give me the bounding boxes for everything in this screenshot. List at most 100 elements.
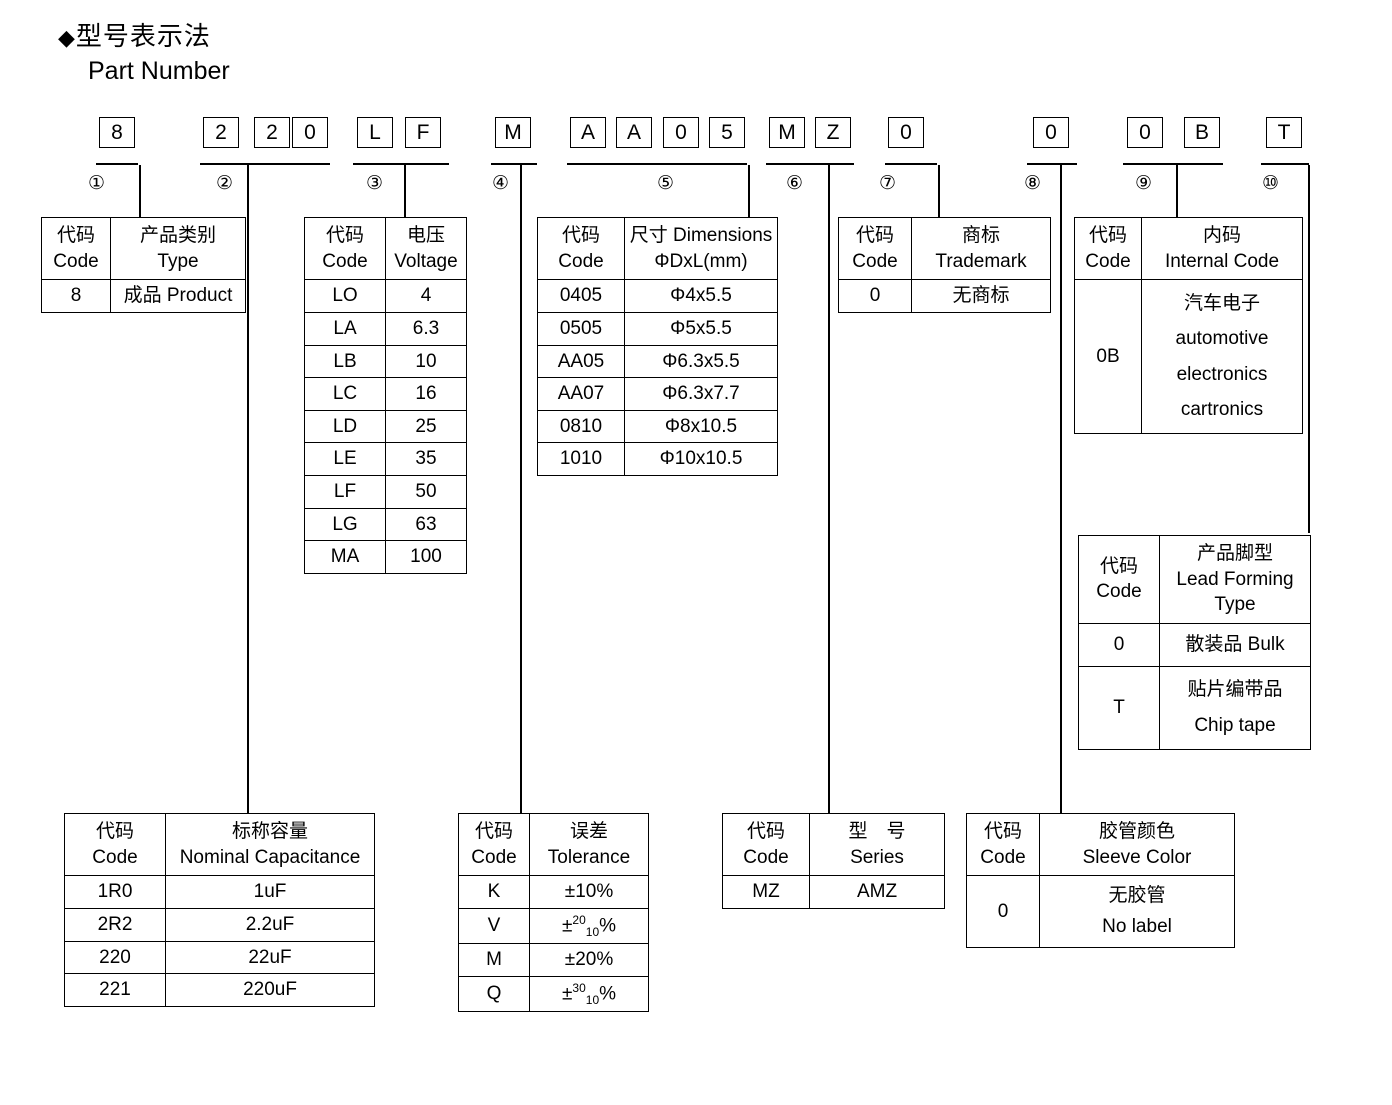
- connector-line: [1308, 165, 1310, 533]
- cell-code: LG: [304, 507, 386, 542]
- cell-code: 0405: [537, 279, 625, 313]
- cell-code: 1010: [537, 442, 625, 477]
- table-header-row: 代码 Code 商标 Trademark: [838, 216, 1051, 281]
- table-row: 0 无胶管 No label: [966, 875, 1235, 949]
- cell-value: Φ10x10.5: [624, 442, 778, 477]
- cell-code: MA: [304, 540, 386, 575]
- cell-value: 4: [385, 279, 467, 313]
- cell-code: Q: [458, 975, 530, 1013]
- pn-char-box: M: [769, 117, 805, 148]
- pn-char-box: 2: [254, 117, 290, 148]
- header-sleeve-color: 胶管颜色 Sleeve Color: [1039, 812, 1235, 877]
- cell-code: 1R0: [64, 875, 166, 909]
- cell-code: 8: [41, 279, 111, 313]
- cell-code: AA07: [537, 377, 625, 411]
- cell-value: 25: [385, 409, 467, 444]
- connector-line: [404, 165, 406, 217]
- pn-char-box: Z: [815, 117, 851, 148]
- table-header-row: 代码 Code 内码 Internal Code: [1074, 216, 1303, 281]
- table-header-row: 代码 Code 尺寸 Dimensions ΦDxL(mm): [537, 216, 778, 281]
- header-code: 代码 Code: [304, 216, 386, 281]
- cell-value: Φ5x5.5: [624, 311, 778, 346]
- pn-char-box: T: [1266, 117, 1302, 148]
- table-header-row: 代码 Code 产品类别 Type: [41, 216, 246, 281]
- cell-value: 6.3: [385, 311, 467, 346]
- pn-char-box: 0: [663, 117, 699, 148]
- index-bar: [567, 163, 747, 165]
- cell-value: 无胶管 No label: [1039, 875, 1235, 949]
- cell-value: Φ6.3x7.7: [624, 377, 778, 411]
- header-series: 型 号 Series: [809, 812, 945, 877]
- table-header-row: 代码 Code 型 号 Series: [722, 812, 945, 877]
- table-row: 0 散装品 Bulk: [1078, 622, 1311, 667]
- pn-char-box: 0: [1127, 117, 1163, 148]
- header-dimensions: 尺寸 Dimensions ΦDxL(mm): [624, 216, 778, 281]
- connector-line: [520, 165, 522, 813]
- pn-char-box: M: [495, 117, 531, 148]
- cell-code: LO: [304, 279, 386, 313]
- index-bar: [491, 163, 537, 165]
- table-tolerance: 代码 Code 误差 Tolerance K ±10% V ±2010% M ±…: [458, 812, 649, 1013]
- index-bar: [353, 163, 449, 165]
- table-trademark: 代码 Code 商标 Trademark 0 无商标: [838, 216, 1051, 313]
- index-number: ④: [492, 173, 510, 194]
- pn-char-box: L: [357, 117, 393, 148]
- cell-code: LF: [304, 475, 386, 509]
- pn-char-box: A: [570, 117, 606, 148]
- table-series: 代码 Code 型 号 Series MZ AMZ: [722, 812, 945, 909]
- connector-line: [1176, 165, 1178, 217]
- table-row: V ±2010%: [458, 907, 649, 945]
- cell-code: LA: [304, 311, 386, 346]
- header-code: 代码 Code: [537, 216, 625, 281]
- cell-value: AMZ: [809, 875, 945, 909]
- index-number: ⑨: [1135, 173, 1153, 194]
- index-bar: [1027, 163, 1077, 165]
- cell-value: 100: [385, 540, 467, 575]
- cell-value: 散装品 Bulk: [1159, 622, 1311, 667]
- index-number: ①: [88, 173, 106, 194]
- cell-value: 35: [385, 442, 467, 477]
- connector-line: [139, 165, 141, 217]
- cell-code: V: [458, 907, 530, 945]
- table-row: 8 成品 Product: [41, 279, 246, 313]
- cell-value: 贴片编带品 Chip tape: [1159, 665, 1311, 750]
- index-bar: [1261, 163, 1309, 165]
- table-lead-forming: 代码 Code 产品脚型 Lead Forming Type 0 散装品 Bul…: [1078, 535, 1311, 750]
- header-code: 代码 Code: [41, 216, 111, 281]
- cell-value: Φ8x10.5: [624, 409, 778, 444]
- index-number: ⑩: [1262, 173, 1280, 194]
- header-capacitance: 标称容量 Nominal Capacitance: [165, 812, 375, 877]
- index-bar: [1123, 163, 1223, 165]
- header-voltage: 电压 Voltage: [385, 216, 467, 281]
- cell-value-fraction: ±3010%: [529, 975, 649, 1013]
- diamond-bullet-icon: ◆: [58, 25, 76, 50]
- pn-char-box: 8: [99, 117, 135, 148]
- cell-code: LC: [304, 377, 386, 411]
- table-row: 0 无商标: [838, 279, 1051, 313]
- cell-value: 无商标: [911, 279, 1051, 313]
- header-code: 代码 Code: [64, 812, 166, 877]
- index-number: ⑧: [1024, 173, 1042, 194]
- header-code: 代码 Code: [1078, 535, 1160, 624]
- pn-char-box: A: [616, 117, 652, 148]
- cell-code: AA05: [537, 344, 625, 379]
- cell-code: 0: [966, 875, 1040, 949]
- header-lead-forming: 产品脚型 Lead Forming Type: [1159, 535, 1311, 624]
- table-header-row: 代码 Code 胶管颜色 Sleeve Color: [966, 812, 1235, 877]
- cell-value: ±10%: [529, 875, 649, 909]
